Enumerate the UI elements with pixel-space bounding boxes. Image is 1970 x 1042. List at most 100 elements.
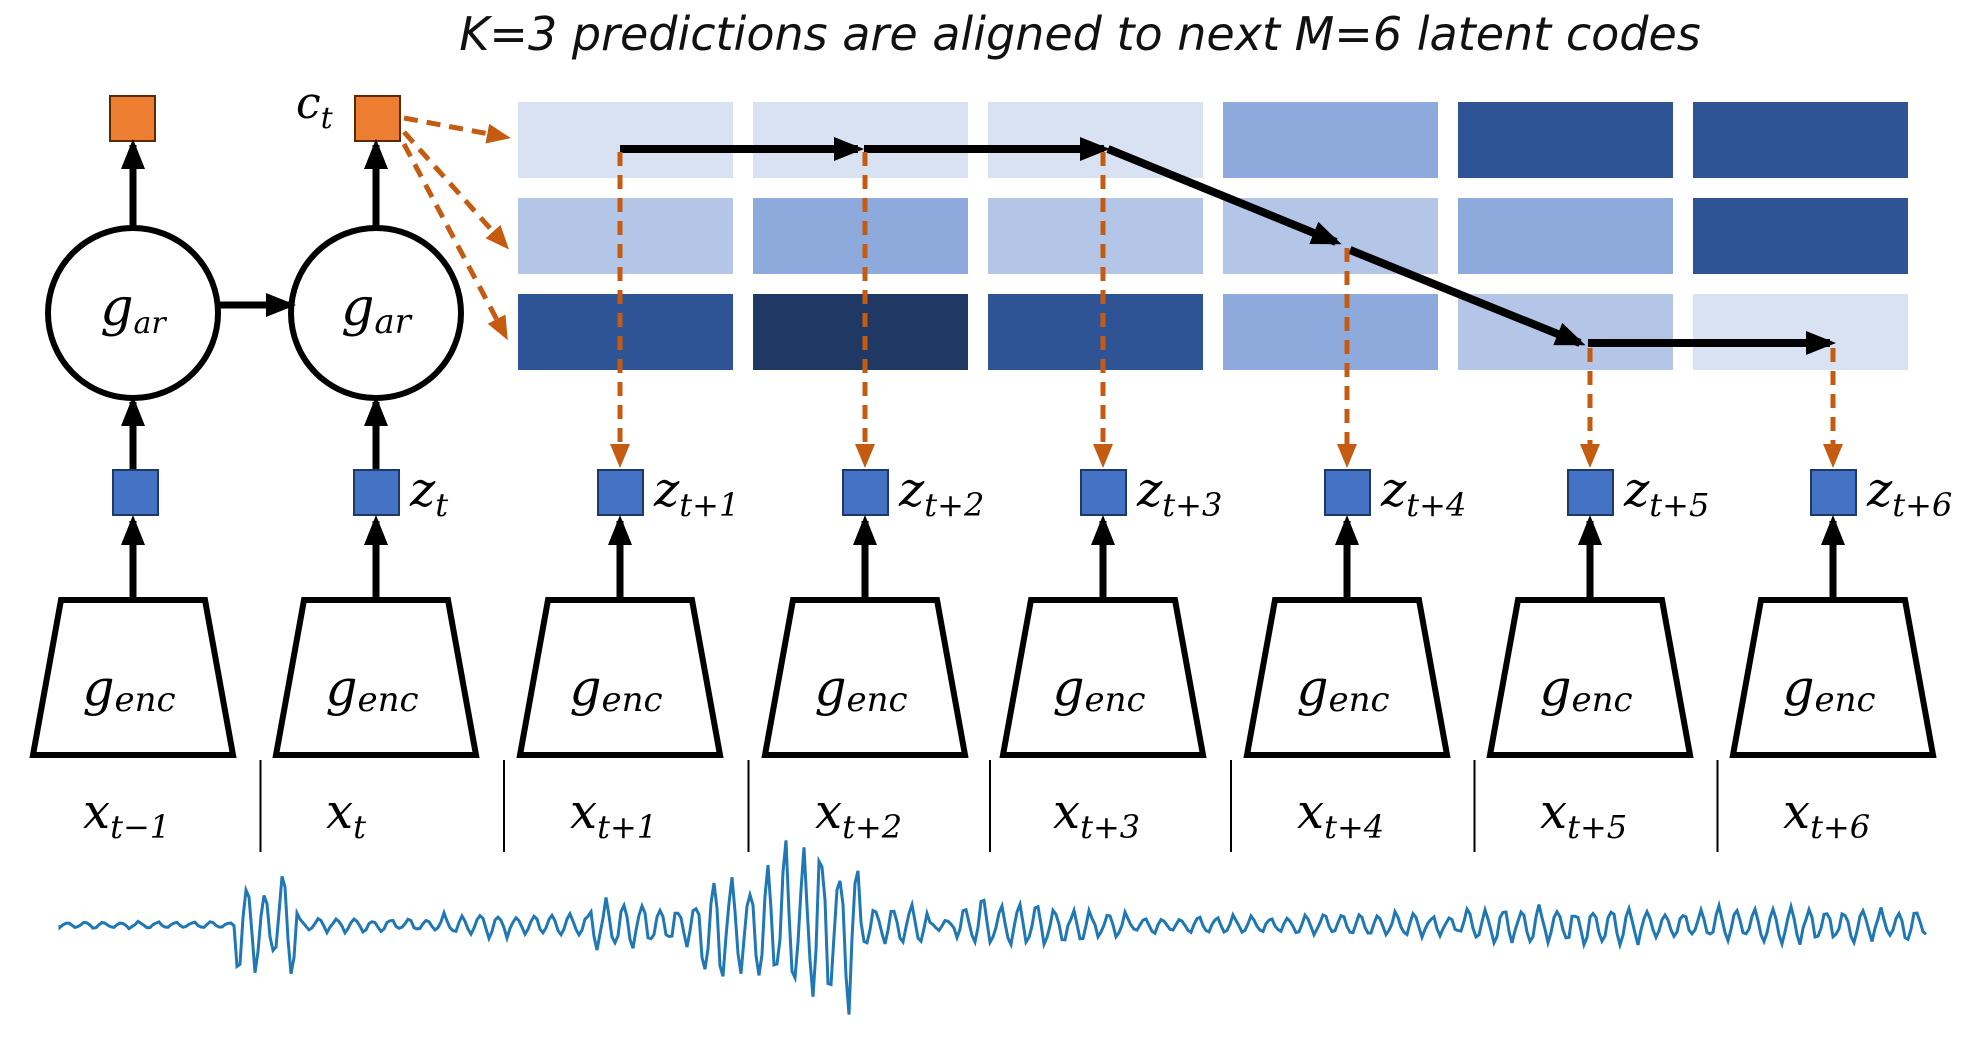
ar-node-sub: ar bbox=[374, 302, 412, 342]
ar-node-prev-sub: ar bbox=[134, 306, 168, 341]
prediction-cell-r2-c1 bbox=[518, 198, 733, 274]
encoder-label-base: g bbox=[82, 659, 114, 717]
encoder-8 bbox=[1729, 597, 1937, 758]
prediction-cell-r2-c2 bbox=[753, 198, 968, 274]
latent-label-base: z bbox=[1136, 462, 1163, 518]
alignment-path bbox=[620, 137, 1836, 355]
align-arrow-4 bbox=[1348, 246, 1586, 347]
prediction-cell-r1-c6 bbox=[1693, 102, 1908, 178]
ar-node-prev-label: g bbox=[100, 278, 133, 338]
context-box-prev bbox=[109, 95, 156, 142]
prediction-cell-r1-c3 bbox=[988, 102, 1203, 178]
input-label-base: x bbox=[1540, 784, 1567, 840]
latent-label-base: z bbox=[409, 462, 436, 518]
latent-label-sub: t+1 bbox=[679, 486, 739, 524]
input-label-8: xt+6 bbox=[1783, 784, 1870, 846]
ar-node-label: g bbox=[341, 278, 374, 338]
svg-text:gar: gar bbox=[100, 278, 167, 341]
latent-label-sub: t bbox=[435, 486, 448, 524]
svg-text:gar: gar bbox=[341, 278, 413, 342]
input-label-4: xt+2 bbox=[815, 784, 902, 846]
context-predictions bbox=[401, 115, 511, 341]
encoder-label-sub: enc bbox=[114, 680, 175, 720]
latent-label-sub: t+4 bbox=[1406, 486, 1466, 524]
input-label-sub: t−1 bbox=[110, 808, 170, 846]
latent-box-7 bbox=[1810, 469, 1857, 516]
prediction-cell-r2-c5 bbox=[1458, 198, 1673, 274]
encoder-label-sub: enc bbox=[1571, 680, 1632, 720]
encoder-4 bbox=[761, 597, 969, 758]
latent-label-base: z bbox=[653, 462, 680, 518]
encoder-label-4: genc bbox=[814, 659, 907, 720]
encoder-label-sub: enc bbox=[1814, 680, 1875, 720]
latent-label-5: zt+4 bbox=[1380, 462, 1466, 524]
latent-label-4: zt+3 bbox=[1136, 462, 1222, 524]
latent-label-sub: t+5 bbox=[1649, 486, 1709, 524]
svg-text:ct: ct bbox=[296, 78, 334, 136]
ar-column-prev: gar bbox=[45, 95, 221, 516]
encoder-label-base: g bbox=[814, 659, 846, 717]
prediction-cell-r3-c1 bbox=[518, 294, 733, 370]
input-label-base: x bbox=[570, 784, 597, 840]
encoder-label-3: genc bbox=[569, 659, 662, 720]
prediction-grid bbox=[518, 102, 1908, 370]
prediction-cell-r3-c3 bbox=[988, 294, 1203, 370]
latent-label-1: zt bbox=[409, 462, 448, 524]
latent-label-3: zt+2 bbox=[898, 462, 984, 524]
input-label-2: xt bbox=[326, 784, 366, 846]
input-label-base: x bbox=[815, 784, 842, 840]
prediction-cell-r2-c3 bbox=[988, 198, 1203, 274]
context-box bbox=[354, 95, 401, 142]
diagram-title: K=3 predictions are aligned to next M=6 … bbox=[459, 7, 1701, 61]
encoder-label-8: genc bbox=[1782, 659, 1875, 720]
context-label: c bbox=[296, 78, 321, 129]
encoder-label-5: genc bbox=[1052, 659, 1145, 720]
prediction-cell-r1-c1 bbox=[518, 102, 733, 178]
input-label-base: x bbox=[326, 784, 353, 840]
encoder-label-2: genc bbox=[325, 659, 418, 720]
context-label-sub: t bbox=[321, 101, 334, 136]
prediction-cell-r1-c5 bbox=[1458, 102, 1673, 178]
latent-box-3 bbox=[842, 469, 889, 516]
latent-label-base: z bbox=[898, 462, 925, 518]
encoder-label-base: g bbox=[1782, 659, 1814, 717]
input-label-sub: t+3 bbox=[1080, 808, 1140, 846]
input-label-base: x bbox=[83, 784, 110, 840]
input-label-base: x bbox=[1053, 784, 1080, 840]
prediction-cell-r3-c4 bbox=[1223, 294, 1438, 370]
latent-label-base: z bbox=[1866, 462, 1893, 518]
encoder-3 bbox=[516, 597, 724, 758]
prediction-cell-r3-c6 bbox=[1693, 294, 1908, 370]
input-label-3: xt+1 bbox=[570, 784, 657, 846]
input-label-sub: t+5 bbox=[1567, 808, 1627, 846]
encoder-5 bbox=[999, 597, 1207, 758]
encoder-label-sub: enc bbox=[1084, 680, 1145, 720]
input-label-sub: t bbox=[353, 808, 366, 846]
input-label-sub: t+1 bbox=[597, 808, 657, 846]
encoder-label-7: genc bbox=[1539, 659, 1632, 720]
encoder-2 bbox=[272, 597, 480, 758]
input-label-5: xt+3 bbox=[1053, 784, 1140, 846]
prediction-cell-r2-c6 bbox=[1693, 198, 1908, 274]
ar-column-t: ct gar bbox=[288, 78, 464, 470]
latent-label-6: zt+5 bbox=[1623, 462, 1709, 524]
latent-label-sub: t+2 bbox=[924, 486, 984, 524]
encoder-label-base: g bbox=[1539, 659, 1571, 717]
latent-label-7: zt+6 bbox=[1866, 462, 1952, 524]
prediction-cell-r1-c4 bbox=[1223, 102, 1438, 178]
encoder-label-base: g bbox=[1052, 659, 1084, 717]
latent-label-sub: t+3 bbox=[1162, 486, 1222, 524]
encoder-label-sub: enc bbox=[357, 680, 418, 720]
input-label-sub: t+2 bbox=[842, 808, 902, 846]
input-label-7: xt+5 bbox=[1540, 784, 1627, 846]
encoder-label-1: genc bbox=[82, 659, 175, 720]
input-label-sub: t+4 bbox=[1324, 808, 1384, 846]
input-label-base: x bbox=[1783, 784, 1810, 840]
encoder-label-sub: enc bbox=[1328, 680, 1389, 720]
encoder-6 bbox=[1243, 597, 1451, 758]
encoder-7 bbox=[1486, 597, 1694, 758]
latent-box-5 bbox=[1324, 469, 1371, 516]
